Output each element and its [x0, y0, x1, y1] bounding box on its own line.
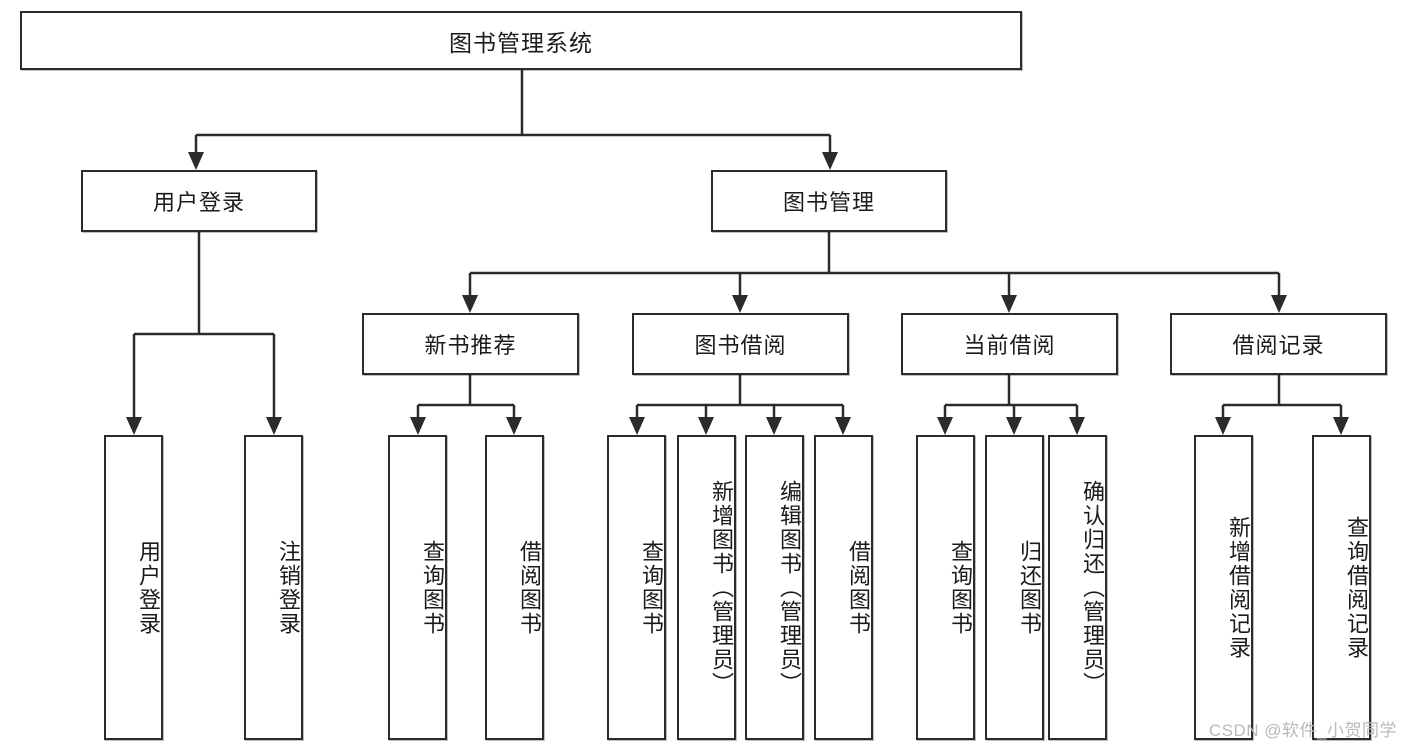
- leaf-return-book[interactable]: 归还图书: [985, 435, 1044, 740]
- node-borrow-record[interactable]: 借阅记录: [1170, 313, 1387, 375]
- leaf-label: 借阅图书: [846, 539, 871, 636]
- leaf-label: 查询图书: [420, 539, 445, 636]
- leaf-label: 归还图书: [1017, 539, 1042, 636]
- leaf-label: 查询图书: [639, 539, 664, 636]
- leaf-edit-book-admin[interactable]: 编辑图书（管理员）: [745, 435, 804, 740]
- leaf-label: 新增图书（管理员）: [709, 479, 734, 696]
- leaf-label: 注销登录: [276, 539, 301, 636]
- leaf-label: 编辑图书（管理员）: [777, 479, 802, 696]
- leaf-label: 查询借阅记录: [1344, 515, 1369, 660]
- leaf-confirm-return-admin[interactable]: 确认归还（管理员）: [1048, 435, 1107, 740]
- leaf-query-borrow-record[interactable]: 查询借阅记录: [1312, 435, 1371, 740]
- node-book-borrow[interactable]: 图书借阅: [632, 313, 849, 375]
- leaf-user-logout[interactable]: 注销登录: [244, 435, 303, 740]
- leaf-label: 新增借阅记录: [1226, 515, 1251, 660]
- leaf-label: 借阅图书: [517, 539, 542, 636]
- node-root[interactable]: 图书管理系统: [20, 11, 1022, 70]
- node-current-borrow[interactable]: 当前借阅: [901, 313, 1118, 375]
- node-book-management[interactable]: 图书管理: [711, 170, 947, 232]
- leaf-query-book-current[interactable]: 查询图书: [916, 435, 975, 740]
- leaf-add-book-admin[interactable]: 新增图书（管理员）: [677, 435, 736, 740]
- leaf-add-borrow-record[interactable]: 新增借阅记录: [1194, 435, 1253, 740]
- leaf-label: 查询图书: [948, 539, 973, 636]
- watermark: CSDN @软件_小贺同学: [1208, 721, 1397, 740]
- leaf-borrow-book[interactable]: 借阅图书: [814, 435, 873, 740]
- leaf-query-book-new[interactable]: 查询图书: [388, 435, 447, 740]
- leaf-label: 用户登录: [136, 539, 161, 636]
- leaf-query-book[interactable]: 查询图书: [607, 435, 666, 740]
- node-user-login[interactable]: 用户登录: [81, 170, 317, 232]
- leaf-user-login[interactable]: 用户登录: [104, 435, 163, 740]
- leaf-label: 确认归还（管理员）: [1080, 479, 1105, 696]
- node-new-book-recommend[interactable]: 新书推荐: [362, 313, 579, 375]
- leaf-borrow-book-new[interactable]: 借阅图书: [485, 435, 544, 740]
